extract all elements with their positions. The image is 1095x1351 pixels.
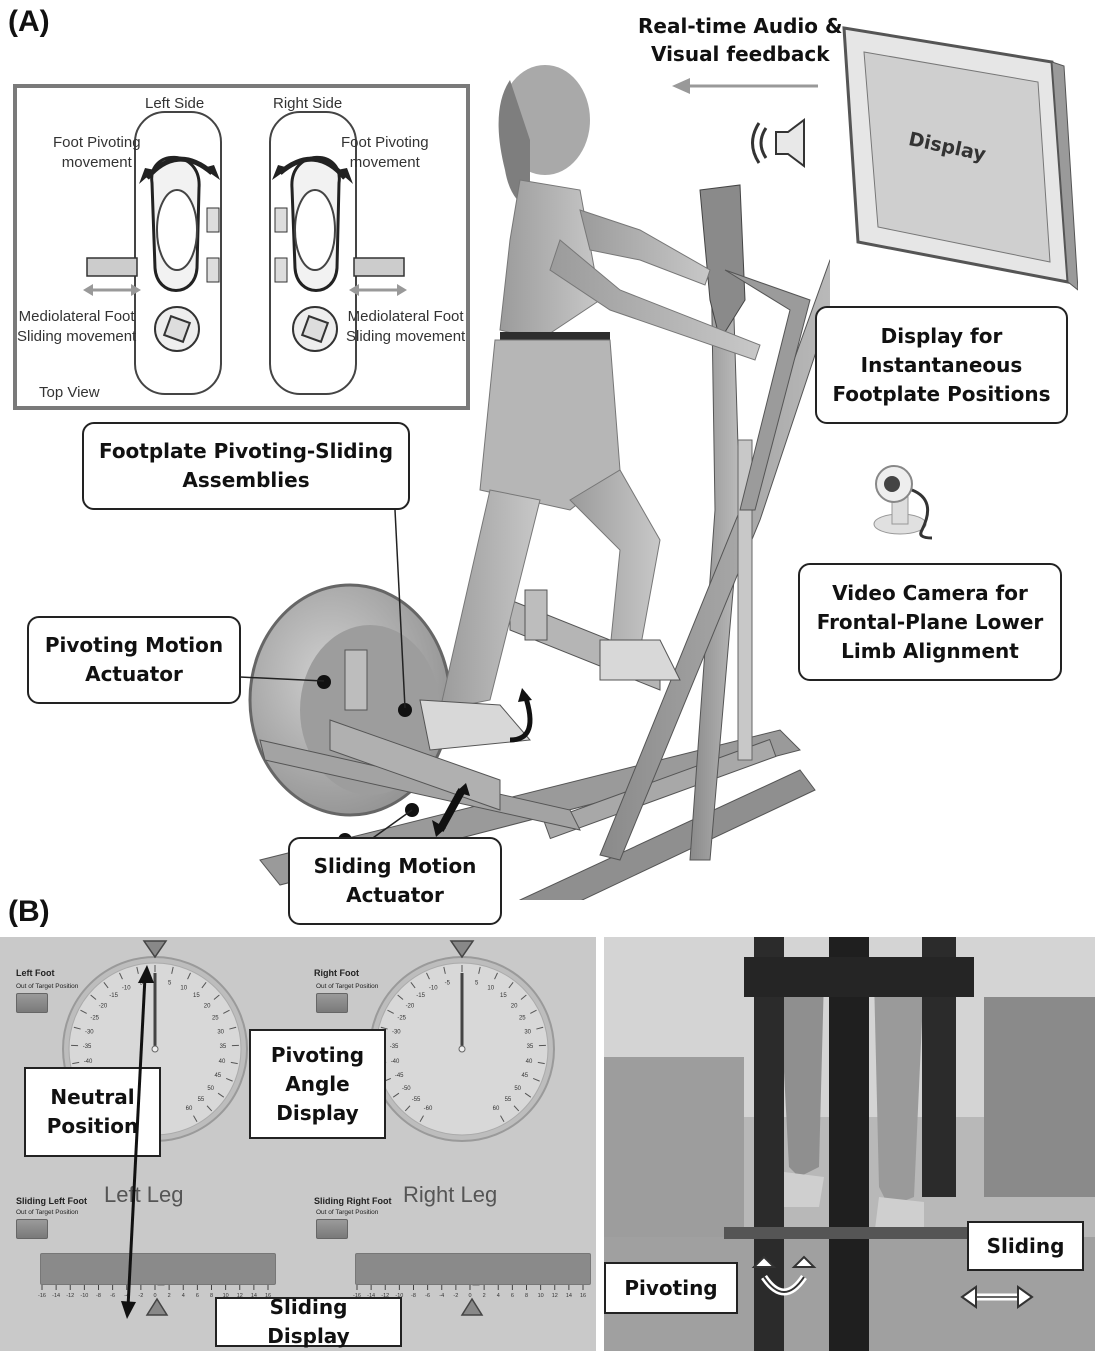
pivoting-photo-callout: Pivoting	[604, 1262, 738, 1314]
speaker-icon	[748, 118, 812, 168]
sliding-actuator-callout: Sliding Motion Actuator	[288, 837, 502, 925]
feedback-label: Real-time Audio & Visual feedback	[638, 12, 842, 68]
display-positions-callout: Display for Instantaneous Footplate Posi…	[815, 306, 1068, 424]
pivoting-actuator-callout: Pivoting Motion Actuator	[27, 616, 241, 704]
video-camera-icon	[862, 460, 942, 540]
sliding-photo-callout: Sliding	[967, 1221, 1084, 1271]
neutral-position-arrow	[0, 937, 596, 1351]
video-camera-callout: Video Camera for Frontal-Plane Lower Lim…	[798, 563, 1062, 681]
footplate-assemblies-callout: Footplate Pivoting-Sliding Assemblies	[82, 422, 410, 510]
